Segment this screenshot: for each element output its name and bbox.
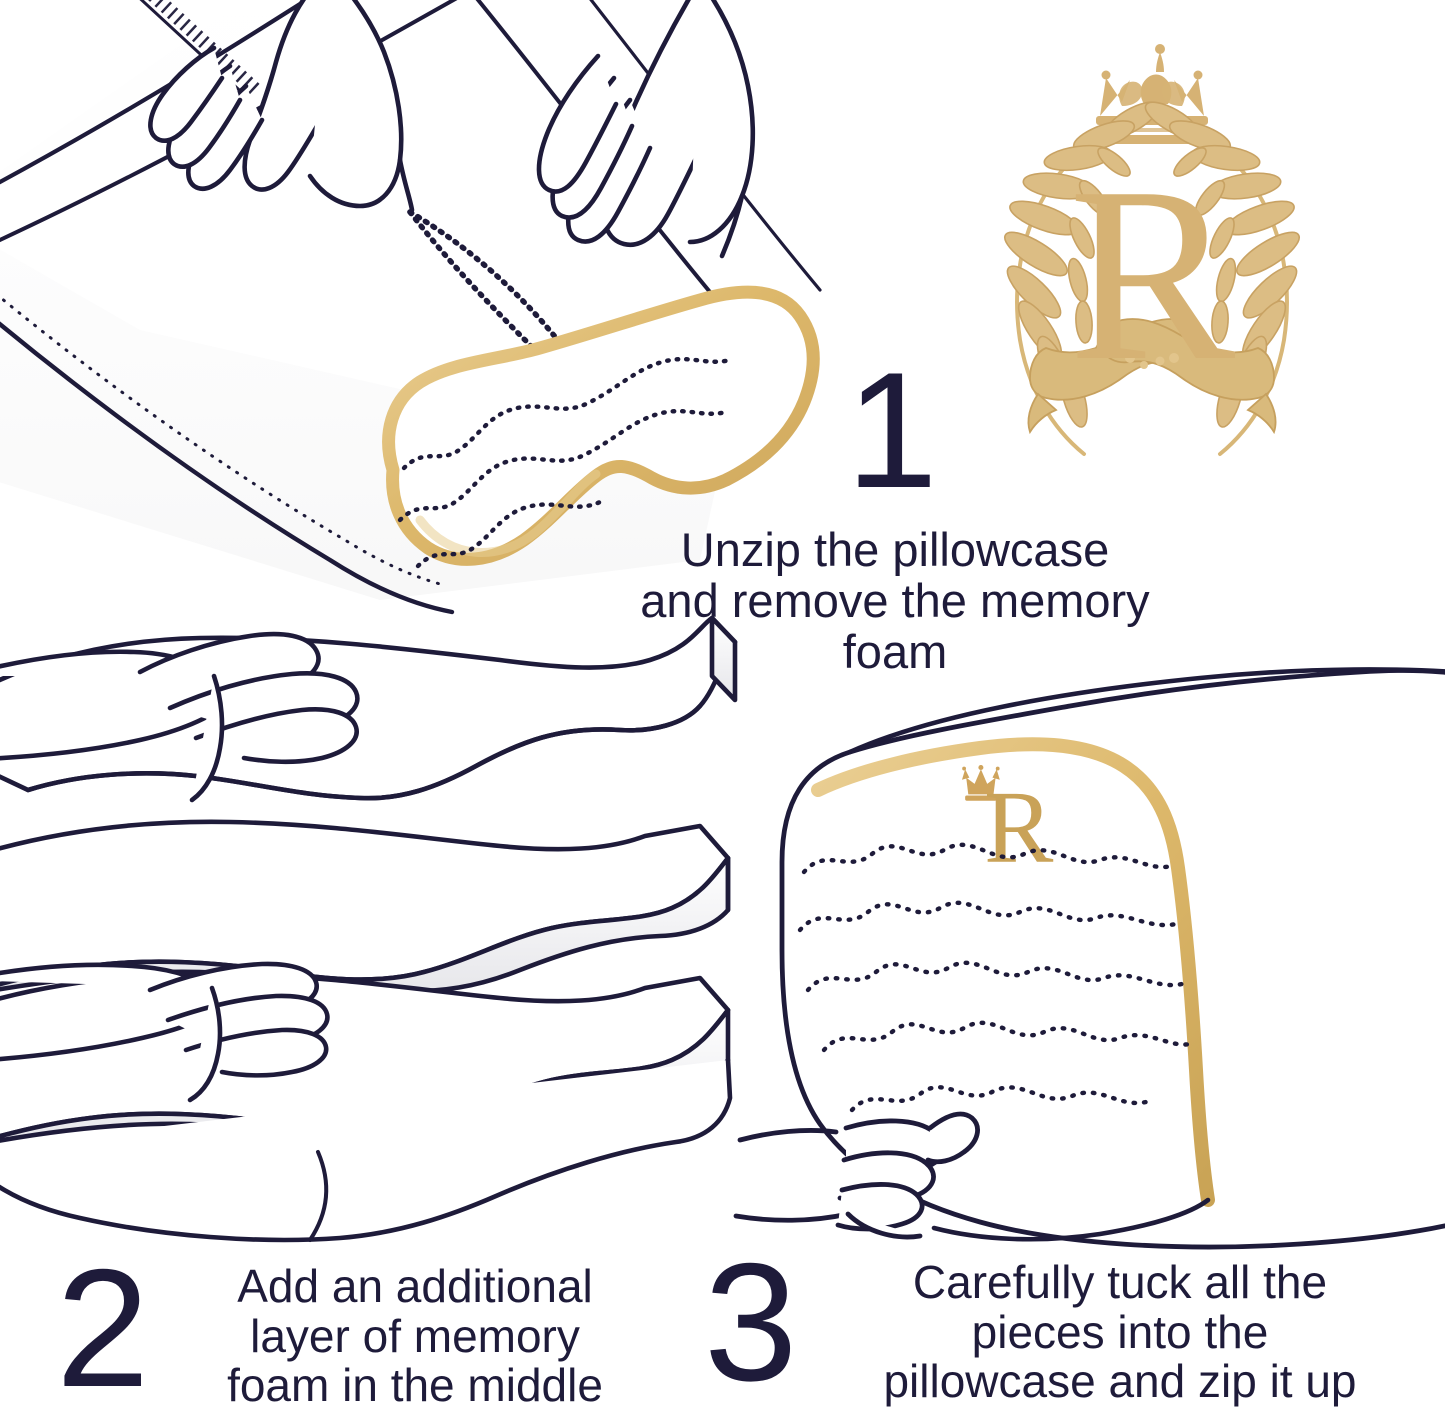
crown-r-monogram: R: [962, 765, 1054, 885]
quilting-stitch-lines: [797, 842, 1193, 1113]
monogram-letter: R: [1069, 136, 1236, 413]
hand-middle-icon: [0, 961, 330, 1103]
svg-text:R: R: [984, 770, 1054, 885]
step-number-1: 1: [846, 338, 938, 522]
hand-left-icon: [148, 0, 415, 213]
ribbon-icon: [1027, 318, 1277, 435]
memory-foam-insert: [382, 285, 820, 569]
step-text-3: Carefully tuck all the pieces into the p…: [883, 1256, 1357, 1408]
step-text-1: Unzip the pillowcase and remove the memo…: [640, 523, 1150, 678]
step-number-2: 2: [56, 1234, 149, 1422]
step-text-2: Add an additional layer of memory foam i…: [227, 1260, 603, 1412]
hand-right-icon: [536, 0, 756, 259]
hand-fist-icon: [733, 1111, 980, 1240]
laurel-wreath-icon: [1004, 101, 1300, 456]
hand-top-icon: [0, 631, 360, 803]
step-number-3: 3: [704, 1228, 797, 1416]
